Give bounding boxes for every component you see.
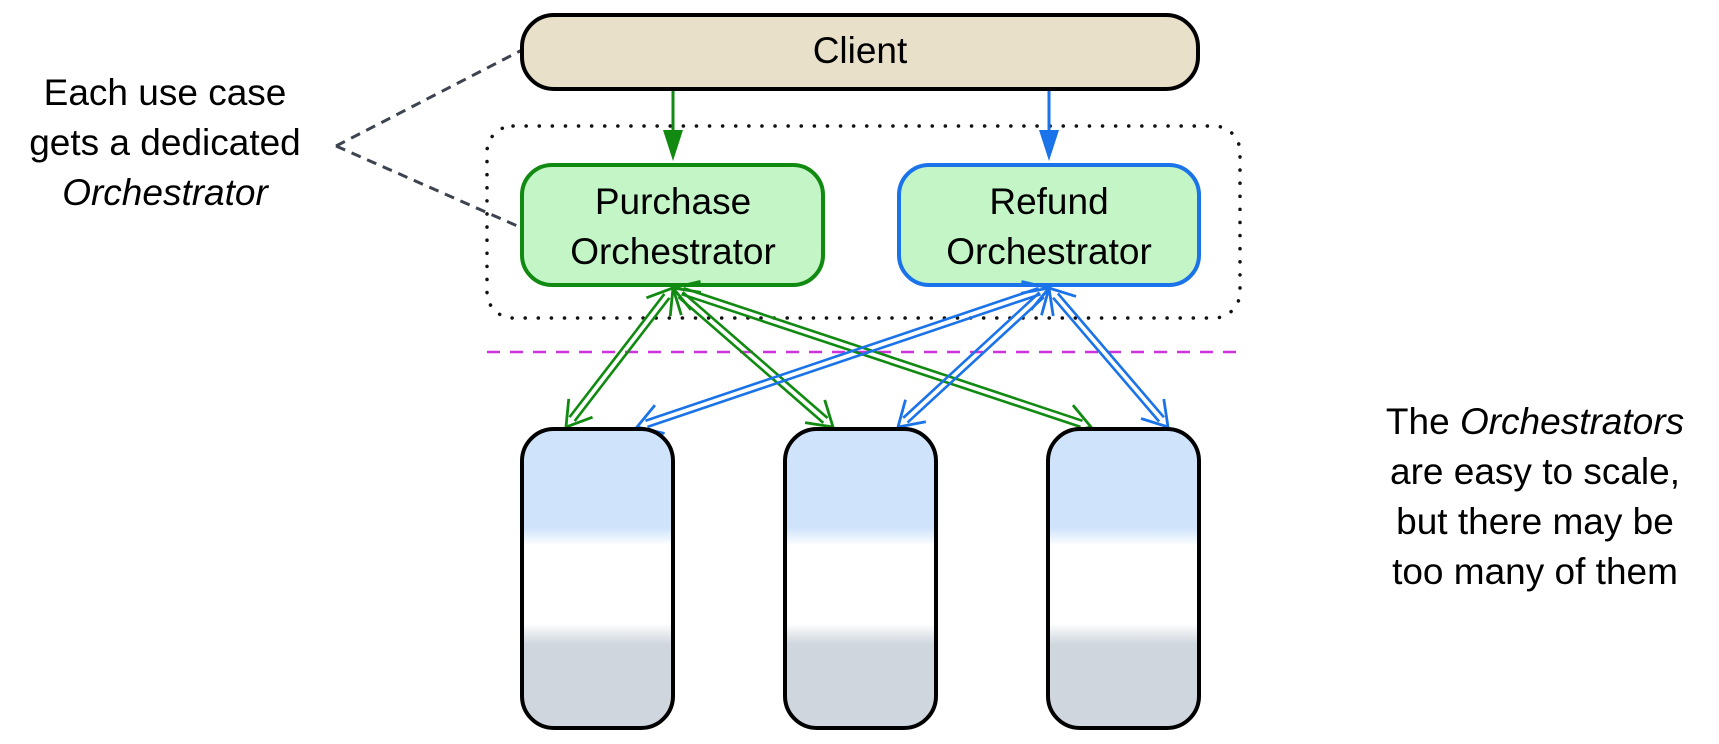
right-note-line2: are easy to scale, — [1390, 451, 1680, 492]
client-to-refund-arrow — [1039, 91, 1059, 161]
left-note-line1: Each use case — [44, 72, 287, 113]
purchase-orchestrator-line1: Purchase — [595, 181, 751, 222]
right-note-line1: The Orchestrators — [1386, 401, 1684, 442]
purchase-orchestrator-line2: Orchestrator — [570, 231, 776, 272]
left-note-line2: gets a dedicated — [29, 122, 301, 163]
service-node-3[interactable] — [1046, 427, 1201, 730]
client-node[interactable]: Client — [520, 13, 1200, 91]
left-note-line3: Orchestrator — [62, 172, 269, 213]
client-to-purchase-arrow — [663, 91, 683, 161]
service-pill-icon — [1046, 427, 1201, 730]
refund-orchestrator-node[interactable]: Refund Orchestrator — [897, 163, 1201, 287]
refund-service3-arrow — [1047, 285, 1170, 430]
service-node-2[interactable] — [783, 427, 938, 730]
right-note: The Orchestrators are easy to scale, but… — [1386, 401, 1684, 592]
right-note-line1-italic: Orchestrators — [1460, 401, 1684, 442]
left-note: Each use case gets a dedicated Orchestra… — [29, 72, 301, 213]
purchase-orchestrator-node[interactable]: Purchase Orchestrator — [520, 163, 825, 287]
service-node-1[interactable] — [520, 427, 675, 730]
refund-orchestrator-line2: Orchestrator — [946, 231, 1152, 272]
refund-orchestrator-line1: Refund — [989, 181, 1108, 222]
refund-service1-arrow — [634, 280, 1052, 435]
right-note-line4: too many of them — [1392, 551, 1678, 592]
service-pill-icon — [783, 427, 938, 730]
orchestrator-group-boundary — [485, 124, 1242, 320]
orchestrator-service-connections — [564, 279, 1170, 436]
right-note-line3: but there may be — [1396, 501, 1674, 542]
note-callout-lines — [335, 48, 523, 230]
purchase-service1-arrow — [564, 285, 675, 430]
service-pill-icon — [520, 427, 675, 730]
client-label: Client — [813, 30, 908, 71]
right-note-line1-plain: The — [1386, 401, 1460, 442]
purchase-service2-arrow — [671, 286, 835, 429]
